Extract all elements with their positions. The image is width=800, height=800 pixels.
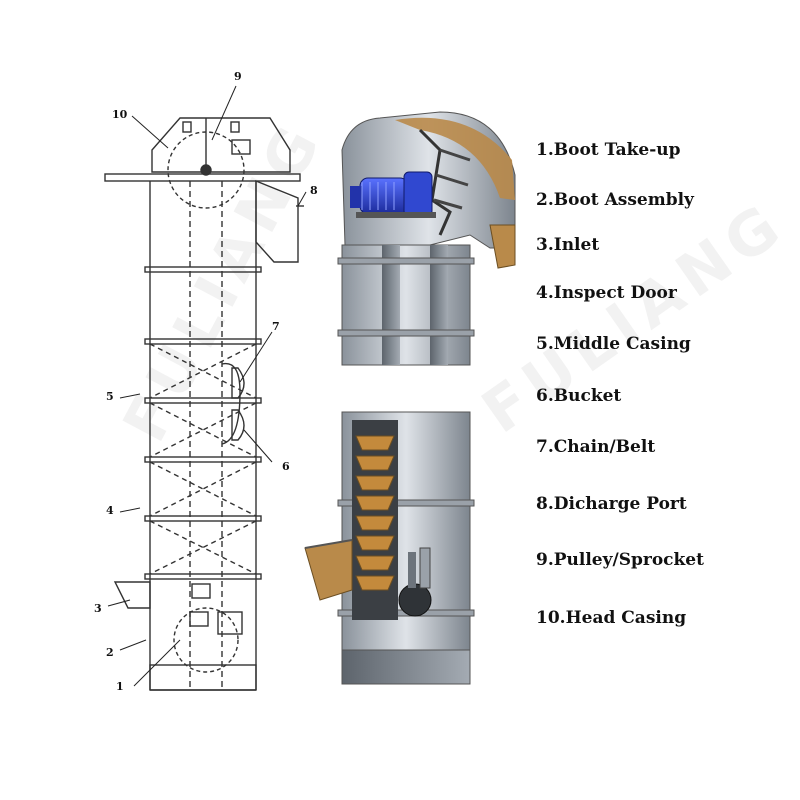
boot-pulley	[173, 607, 239, 673]
legend-item-middle-casing: 5.Middle Casing	[536, 334, 691, 354]
head-casing	[151, 117, 291, 173]
callout-2: 2	[106, 646, 114, 659]
render-discharge-chute	[489, 224, 516, 269]
head-window	[231, 139, 251, 155]
legend-item-bucket: 6.Bucket	[536, 386, 622, 406]
render-boot-pulley	[398, 583, 432, 617]
legend-item-pulley-sprocket: 9.Pulley/Sprocket	[536, 550, 704, 570]
legend-item-inspect-door: 4.Inspect Door	[536, 283, 677, 303]
callout-3: 3	[94, 602, 102, 615]
legend-item-boot-assembly: 2.Boot Assembly	[536, 190, 694, 210]
callout-8: 8	[310, 184, 318, 197]
legend-item-discharge-port: 8.Dicharge Port	[536, 494, 687, 514]
callout-4: 4	[106, 504, 114, 517]
callout-6: 6	[282, 460, 290, 473]
legend-item-chain-belt: 7.Chain/Belt	[536, 437, 656, 457]
render-boot	[304, 411, 475, 685]
render-head-material	[395, 117, 515, 200]
discharge-port	[255, 179, 299, 263]
legend-item-boot-take-up: 1.Boot Take-up	[536, 140, 681, 160]
callout-7: 7	[272, 320, 280, 333]
bucket-upper	[231, 367, 245, 399]
line-drawing	[104, 117, 304, 691]
boot-base	[149, 664, 257, 691]
render-inlet	[304, 539, 353, 601]
callout-10: 10	[112, 108, 128, 121]
motor-icon	[350, 171, 436, 218]
callout-9: 9	[234, 70, 242, 83]
legend-item-head-casing: 10.Head Casing	[536, 608, 687, 628]
callout-5: 5	[106, 390, 114, 403]
legend-item-inlet: 3.Inlet	[536, 235, 600, 255]
inlet	[113, 581, 151, 609]
render-buckets	[355, 435, 395, 591]
bucket-lower	[231, 409, 245, 441]
leader-lines	[107, 85, 307, 687]
callout-labels: 10 9 8 7 5 6 4 3 2 1	[94, 70, 318, 693]
head-platform	[104, 173, 301, 182]
boot-window	[217, 611, 243, 635]
callout-1: 1	[116, 680, 124, 693]
render-upper-casing	[341, 244, 471, 366]
render-head	[337, 111, 516, 366]
